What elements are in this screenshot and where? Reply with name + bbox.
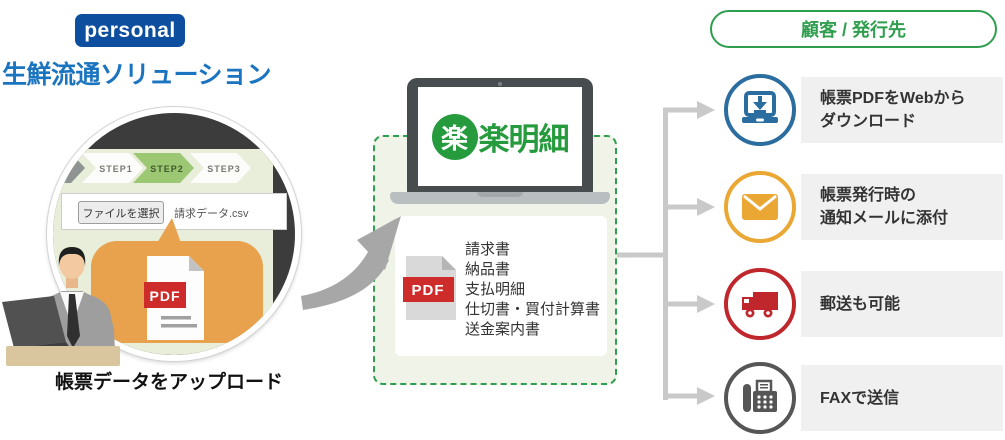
step3-label: STEP3: [207, 164, 241, 174]
recipients-header: 顧客 / 発行先: [710, 10, 997, 48]
page-title: 生鮮流通ソリューション: [2, 61, 272, 89]
step3-chevron: [190, 153, 251, 183]
laptop-screen: 楽 楽明細: [418, 87, 582, 186]
branch-connectors: [615, 101, 715, 405]
document-list-card: PDF 請求書 納品書 支払明細 仕切書・買付計算書 送金案内書: [395, 216, 607, 356]
truck-icon: [742, 292, 778, 318]
pdf-doc-fold: [442, 256, 456, 270]
pdf-badge: [403, 277, 454, 302]
step1-chevron: [82, 153, 143, 183]
recipient-text: 通知メールに添付: [820, 210, 949, 227]
download-icon-circle: [724, 74, 796, 146]
desk: [6, 346, 120, 366]
personal-logo: personal: [75, 14, 185, 47]
pdf-file-icon: PDF: [403, 256, 456, 320]
document-item: 請求書: [465, 241, 511, 258]
step1-label: STEP1: [99, 164, 133, 174]
laptop-download-icon: [742, 91, 778, 123]
logo-text: 楽明細: [478, 122, 570, 157]
office-worker-illustration: [2, 247, 120, 366]
step-progress: STEP1 STEP2 STEP3: [63, 153, 251, 183]
recipient-row-fax: FAXで送信: [801, 365, 1003, 431]
pdf-file-icon: PDF: [144, 256, 204, 340]
worker-laptop-screen: [2, 296, 66, 348]
arrowhead-icon: [697, 198, 715, 216]
upload-caption: 帳票データをアップロード: [54, 372, 283, 393]
step2-chevron-active: [133, 153, 194, 183]
document-item: 送金案内書: [465, 321, 541, 338]
speech-bubble-tip: [157, 218, 181, 243]
doc-line: [161, 324, 197, 328]
fax-icon: [743, 379, 777, 412]
recipient-row-download: 帳票PDFをWebから ダウンロード: [801, 77, 1003, 143]
recipient-text: ダウンロード: [820, 113, 917, 130]
pdf-badge-label: PDF: [412, 282, 445, 299]
recipient-text: 郵送も可能: [820, 295, 901, 313]
selected-file-name: 請求データ.csv: [174, 208, 249, 220]
step-tail-chevron: [63, 153, 85, 183]
worker-hair: [58, 247, 86, 266]
truck-icon-circle: [724, 268, 796, 340]
document-item: 納品書: [465, 261, 511, 278]
worker-tie: [67, 294, 80, 348]
recipient-row-post: 郵送も可能: [801, 271, 1003, 337]
recipient-text: 帳票発行時の: [820, 187, 917, 204]
step2-label: STEP2: [150, 164, 184, 174]
document-list: 請求書 納品書 支払明細 仕切書・買付計算書 送金案内書: [465, 240, 600, 340]
document-item: 支払明細: [465, 281, 526, 298]
laptop-base-notch: [477, 192, 523, 197]
pdf-doc-fold: [189, 256, 204, 271]
pdf-badge: [144, 282, 186, 308]
document-item: 仕切書・買付計算書: [465, 301, 601, 318]
laptop: 楽 楽明細: [407, 78, 593, 194]
fax-icon-circle: [724, 362, 796, 434]
laptop-camera-dot: [498, 82, 502, 86]
arrowhead-icon: [697, 387, 715, 405]
arrowhead-icon: [697, 101, 715, 119]
logo-mark-circle: 楽: [431, 113, 478, 160]
mail-icon-circle: [724, 171, 796, 243]
recipient-text: FAXで送信: [820, 389, 900, 407]
curved-arrow: [301, 216, 401, 310]
worker-face: [59, 251, 85, 279]
pdf-badge-label: PDF: [150, 288, 181, 304]
rakuraku-meisai-logo: 楽 楽明細: [431, 113, 570, 160]
recipient-text: 帳票PDFをWebから: [820, 90, 966, 107]
file-select-button: ファイルを選択: [78, 201, 164, 224]
arrowhead-icon: [697, 295, 715, 313]
mail-icon: [742, 194, 778, 220]
doc-line: [161, 316, 191, 320]
speech-bubble: PDF: [91, 241, 263, 343]
recipient-row-mail: 帳票発行時の 通知メールに添付: [801, 174, 1003, 240]
laptop-base: [390, 192, 610, 204]
